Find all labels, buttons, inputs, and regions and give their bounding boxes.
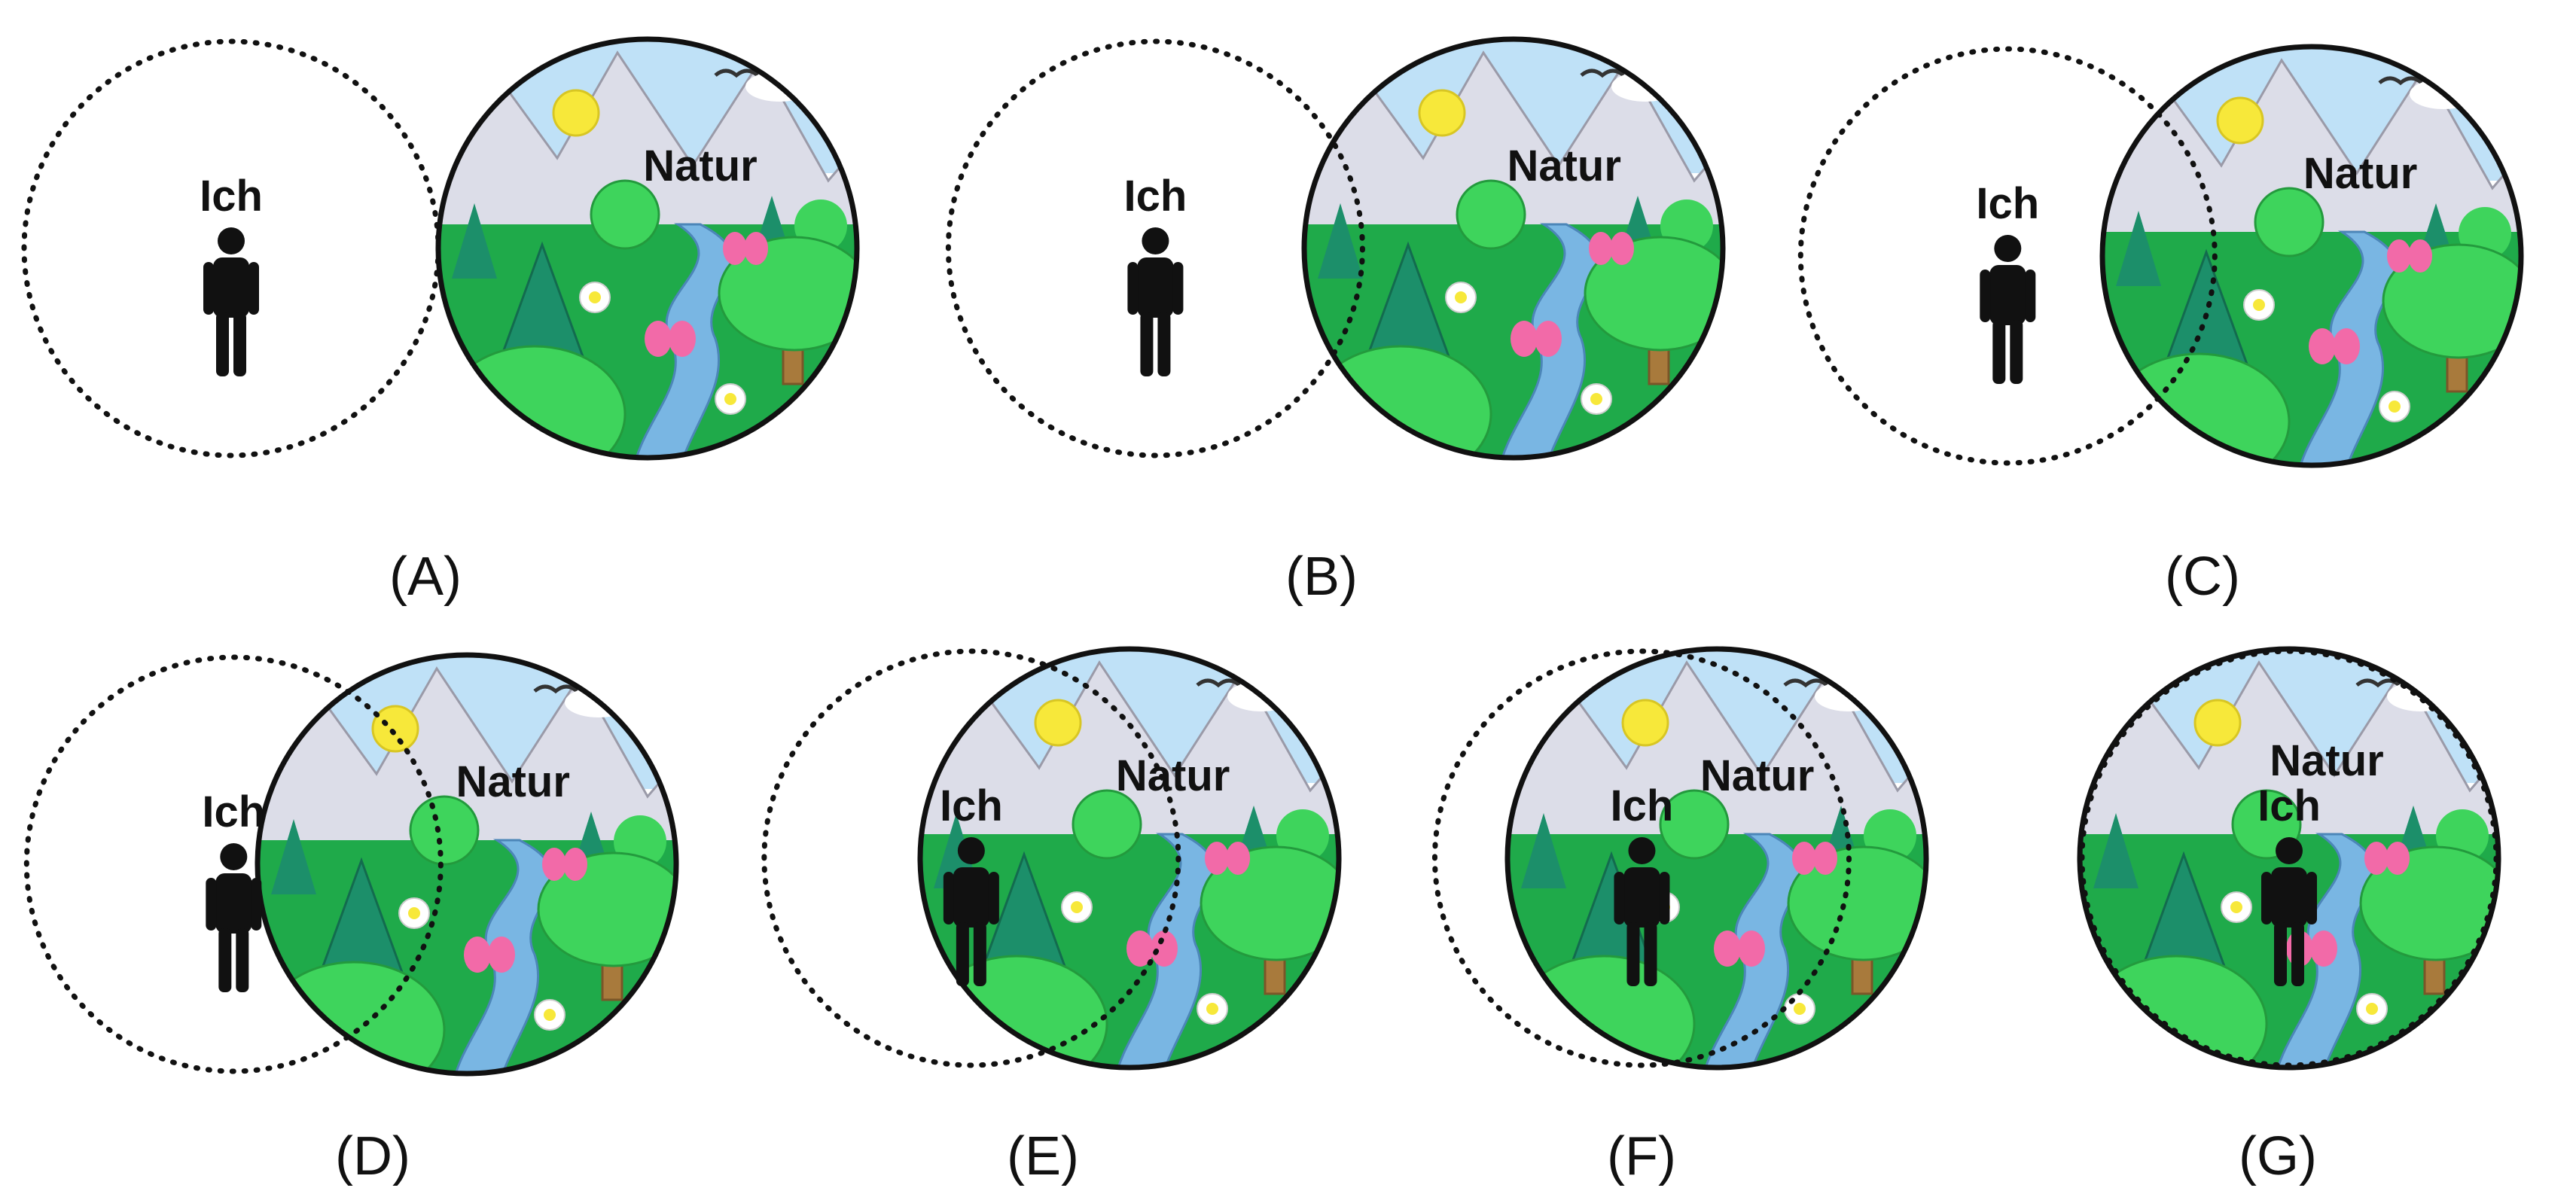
- self-label: Ich: [2257, 781, 2321, 830]
- person-icon: [1980, 235, 2036, 384]
- panel-caption: (G): [2239, 1126, 2317, 1186]
- nature-circle: [1491, 632, 1943, 1092]
- panel-d: Ich Natur (D): [23, 638, 693, 1186]
- self-circle: [945, 38, 1365, 458]
- person-icon: [203, 227, 259, 376]
- nature-circle: [2086, 30, 2538, 489]
- panel-caption: (C): [2165, 547, 2240, 607]
- self-circle: [2079, 648, 2499, 1068]
- panels: IchNatur(A)IchNatur(B)IchNatur(C)IchNatu…: [21, 23, 2538, 1186]
- self-circle: [1797, 46, 2218, 466]
- self-label: Ich: [202, 787, 265, 836]
- self-circle: [21, 38, 441, 458]
- self-label: Ich: [1124, 172, 1187, 221]
- panel-caption: (D): [335, 1126, 410, 1186]
- panel-a: Ich Natur (A): [21, 23, 873, 607]
- self-circle: [23, 654, 444, 1074]
- self-circle: [1431, 648, 1852, 1068]
- nature-label: Natur: [1116, 751, 1230, 800]
- nature-label: Natur: [2303, 149, 2417, 198]
- nature-label: Natur: [643, 142, 757, 190]
- panel-caption: (E): [1007, 1126, 1079, 1186]
- nature-label: Natur: [456, 757, 569, 806]
- self-label: Ich: [200, 172, 263, 221]
- nature-label: Natur: [1507, 142, 1620, 190]
- nature-circle: [422, 23, 873, 482]
- panel-f: Ich Natur (F): [1431, 632, 1943, 1186]
- nature-label: Natur: [1700, 751, 1814, 800]
- self-circle: [761, 648, 1181, 1068]
- nature-label: Natur: [2270, 736, 2383, 785]
- nature-circle: [241, 638, 693, 1098]
- panel-c: Ich Natur (C): [1797, 30, 2538, 607]
- panel-caption: (F): [1607, 1126, 1676, 1186]
- nature-circle: [1288, 23, 1739, 482]
- panel-b: Ich Natur (B): [945, 23, 1739, 607]
- panel-caption: (A): [389, 547, 462, 607]
- self-label: Ich: [1976, 179, 2039, 228]
- self-label: Ich: [1611, 781, 1674, 830]
- person-icon: [206, 843, 262, 992]
- person-icon: [1127, 227, 1184, 376]
- self-label: Ich: [940, 781, 1003, 830]
- panel-caption: (B): [1285, 547, 1358, 607]
- panel-e: Ich Natur (E): [761, 632, 1355, 1186]
